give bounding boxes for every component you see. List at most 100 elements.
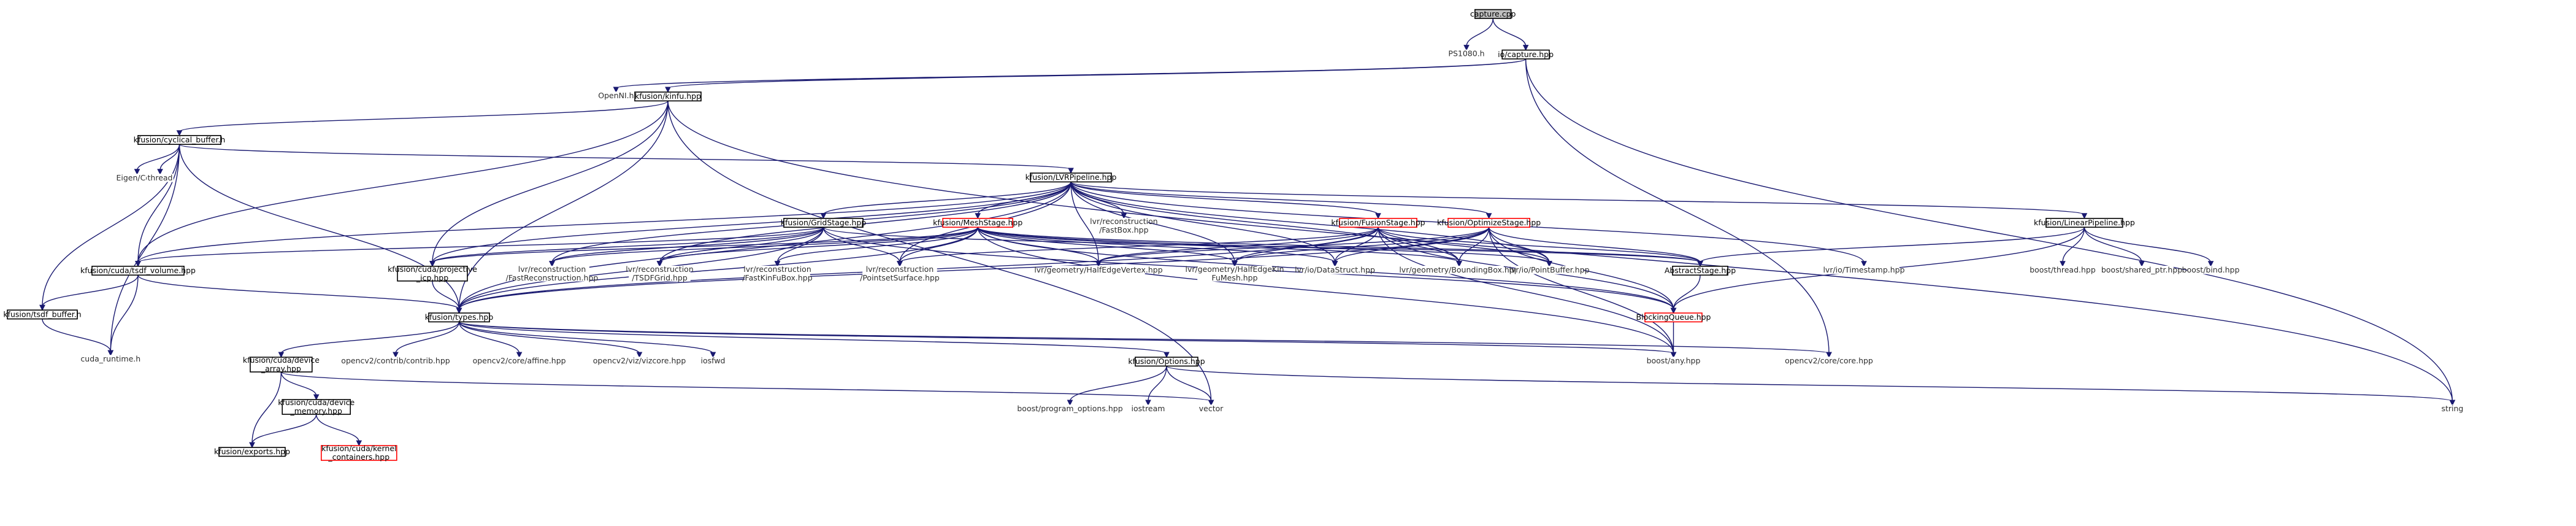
node-opencv2-vizcore-hpp: opencv2/viz/vizcore.hpp — [593, 356, 686, 365]
edge-line — [178, 144, 1071, 170]
edge-arrowhead — [1068, 168, 1074, 174]
edge-line — [137, 226, 824, 263]
node-linear-pipeline-hpp[interactable]: kfusion/LinearPipeline.hpp — [2034, 217, 2135, 228]
node-mesh-stage-hpp[interactable]: kfusion/MeshStage.hpp — [933, 217, 1022, 228]
edge-line — [1070, 181, 2085, 215]
edge-arrowhead — [1463, 45, 1470, 51]
node-box — [218, 447, 286, 457]
edge-line — [432, 182, 1071, 263]
edge-types_hpp-to-iosfwd — [458, 322, 716, 358]
node-label: kfusion/MeshStage.hpp — [933, 218, 1022, 227]
node-label: kfusion/GridStage.hpp — [781, 218, 867, 227]
node-abstract-stage-hpp[interactable]: AbstractStage.hpp — [1665, 265, 1736, 276]
edge-line — [1070, 182, 1379, 215]
node-types-hpp[interactable]: kfusion/types.hpp — [425, 312, 494, 323]
edge-line — [776, 227, 824, 263]
edge-line — [822, 182, 1071, 215]
node-label: kfusion/LinearPipeline.hpp — [2034, 218, 2135, 227]
node-cuda-projective-icp-hpp[interactable]: kfusion/cuda/projective_icp.hpp — [388, 265, 477, 282]
node-label: kfusion/cuda/kernel — [321, 444, 396, 453]
node-tsdf-buffer-h[interactable]: kfusion/tsdf_buffer.h — [3, 309, 82, 320]
node-options-hpp[interactable]: kfusion/Options.hpp — [1128, 357, 1205, 367]
node-box — [515, 265, 589, 282]
node-box — [745, 265, 810, 282]
edge-line — [1234, 226, 1490, 263]
edge-arrowhead — [313, 394, 320, 401]
edge-line — [432, 226, 824, 263]
edge-line — [1700, 226, 2085, 263]
node-box — [601, 357, 678, 365]
node-box — [862, 265, 937, 282]
node-box — [1100, 217, 1148, 234]
node-box — [1197, 265, 1272, 282]
node-boost-any-hpp: boost/any.hpp — [1644, 356, 1703, 365]
node-label: /FastBox.hpp — [1099, 225, 1148, 234]
node-label: kfusion/Options.hpp — [1128, 357, 1205, 366]
node-thread: thread — [147, 173, 174, 182]
node-label: boost/thread.hpp — [2030, 265, 2096, 274]
node-label: cuda_runtime.h — [80, 354, 140, 363]
edge-line — [136, 144, 180, 171]
node-device-array-hpp[interactable]: kfusion/cuda/device_array.hpp — [243, 355, 320, 373]
node-label: _icp.hpp — [416, 273, 448, 282]
node-lvr-pipeline-hpp[interactable]: kfusion/LVRPipeline.hpp — [1025, 172, 1117, 183]
node-cyclical-buffer-hpp[interactable]: kfusion/cyclical_buffer.h — [134, 135, 226, 145]
node-optimize-stage-hpp[interactable]: kfusion/OptimizeStage.hpp — [1437, 217, 1541, 228]
node-box — [1302, 265, 1368, 274]
node-label: capture.cpp — [1470, 9, 1516, 18]
edge-options_hpp-to-vector — [1166, 366, 1214, 406]
edge-line — [458, 182, 1071, 310]
node-box — [634, 91, 702, 102]
edge-line — [1070, 182, 1336, 263]
edge-line — [977, 226, 1235, 263]
node-io-capture-hpp[interactable]: io/capture.hpp — [1498, 49, 1554, 60]
node-label: lvr/io/PointBuffer.hpp — [1509, 265, 1589, 274]
edge-abstract_stage_hpp-to-blocking_queue_hpp — [1670, 275, 1701, 314]
edge-line — [251, 371, 282, 444]
node-box — [1672, 265, 1728, 276]
node-grid-stage-hpp[interactable]: kfusion/GridStage.hpp — [781, 217, 867, 228]
edge-mesh_stage_hpp-to-fast_reconstruction_hpp — [549, 226, 978, 267]
edge-arrowhead — [1095, 261, 1102, 267]
node-pointset-surface-hpp: lvr/reconstruction/PointsetSurface.hpp — [860, 265, 940, 282]
edge-tsdf_volume_hpp-to-tsdf_buffer_h — [39, 275, 139, 311]
edge-arrowhead — [1670, 352, 1677, 358]
edge-arrowhead — [456, 307, 462, 314]
edge-arrowhead — [613, 87, 619, 93]
edge-line — [1525, 58, 1830, 354]
edge-line — [1459, 227, 1490, 263]
edge-line — [395, 322, 460, 354]
node-tsdf-volume-hpp[interactable]: kfusion/cuda/tsdf_volume.hpp — [80, 265, 196, 276]
node-tsdf-grid-hpp: lvr/reconstruction/TSDFGrid.hpp — [626, 265, 694, 282]
node-kernel-containers-hpp[interactable]: kfusion/cuda/kernel_containers.hpp — [320, 444, 397, 462]
node-label: iosfwd — [701, 356, 726, 365]
edge-optimize_stage_hpp-to-half_edge_kinfu_mesh_hpp — [1232, 226, 1490, 267]
node-label: lvr/geometry/HalfEdgeVertex.hpp — [1034, 265, 1162, 274]
node-device-memory-hpp[interactable]: kfusion/cuda/device_memory.hpp — [278, 398, 355, 416]
node-label: /PointsetSurface.hpp — [860, 273, 940, 282]
node-box — [1135, 357, 1198, 367]
node-capture-cpp[interactable]: capture.cpp — [1470, 9, 1516, 19]
node-fusion-stage-hpp[interactable]: kfusion/FusionStage.hpp — [1331, 217, 1425, 228]
node-kinfu-hpp[interactable]: kfusion/kinfu.hpp — [634, 91, 702, 102]
edge-line — [1098, 226, 1490, 263]
node-label: kfusion/OptimizeStage.hpp — [1437, 218, 1541, 227]
node-box — [783, 217, 864, 228]
node-blocking-queue-hpp[interactable]: BlockingQueue.hpp — [1636, 312, 1711, 323]
edge-line — [1378, 227, 1460, 263]
edge-optimize_stage_hpp-to-bounding_box_hpp — [1456, 227, 1490, 267]
edge-types_hpp-to-options_hpp — [458, 321, 1170, 358]
node-label: OpenNI.h — [598, 91, 634, 100]
edge-line — [1148, 366, 1167, 402]
node-exports-hpp[interactable]: kfusion/exports.hpp — [214, 447, 290, 457]
node-box — [629, 265, 691, 282]
edge-arrowhead — [656, 261, 663, 267]
node-label: thread — [148, 173, 173, 182]
node-boost-thread-hpp: boost/thread.hpp — [2030, 265, 2096, 274]
edge-mesh_stage_hpp-to-fast_kinfu_box_hpp — [774, 226, 978, 267]
node-label: kfusion/types.hpp — [425, 312, 494, 322]
edge-line — [1070, 182, 1099, 263]
edge-line — [316, 414, 359, 443]
node-box — [1131, 404, 1165, 413]
